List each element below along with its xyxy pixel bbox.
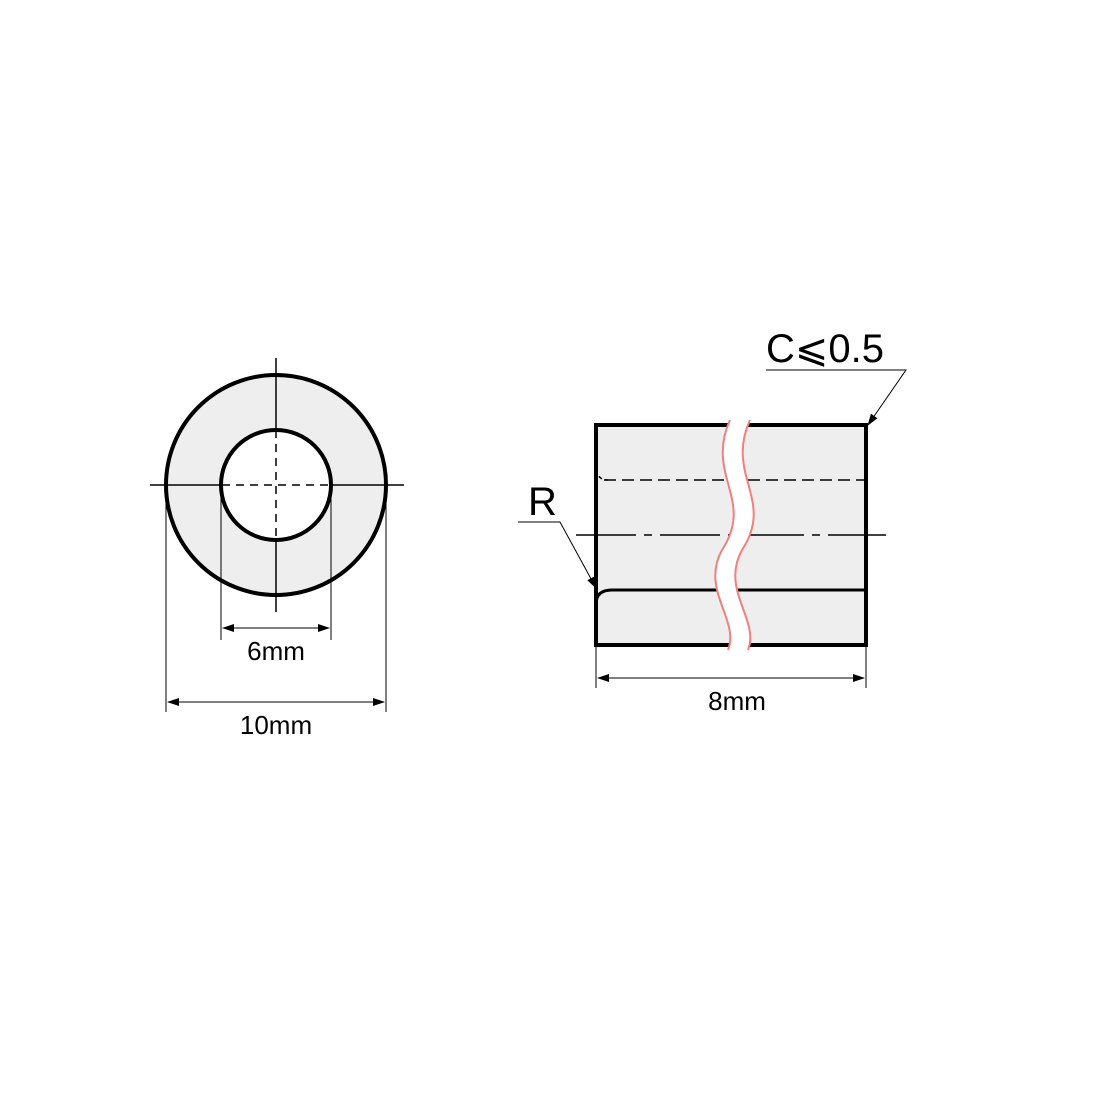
front-view: 6mm 10mm	[150, 358, 404, 740]
bore-edge	[594, 588, 866, 605]
radius-leader	[518, 521, 597, 589]
break-gap	[715, 420, 754, 650]
hidden-bore-corner	[595, 469, 609, 481]
chamfer-leader	[766, 369, 907, 426]
radius-label: R	[528, 480, 557, 524]
inner-diameter-label: 6mm	[247, 636, 305, 666]
chamfer-label: C⩽0.5	[766, 327, 884, 371]
outer-diameter-label: 10mm	[240, 710, 312, 740]
break-line-left	[714, 419, 735, 651]
length-label: 8mm	[708, 686, 766, 716]
side-view: 8mm R C⩽0.5	[518, 327, 907, 716]
break-line-right	[734, 419, 755, 651]
